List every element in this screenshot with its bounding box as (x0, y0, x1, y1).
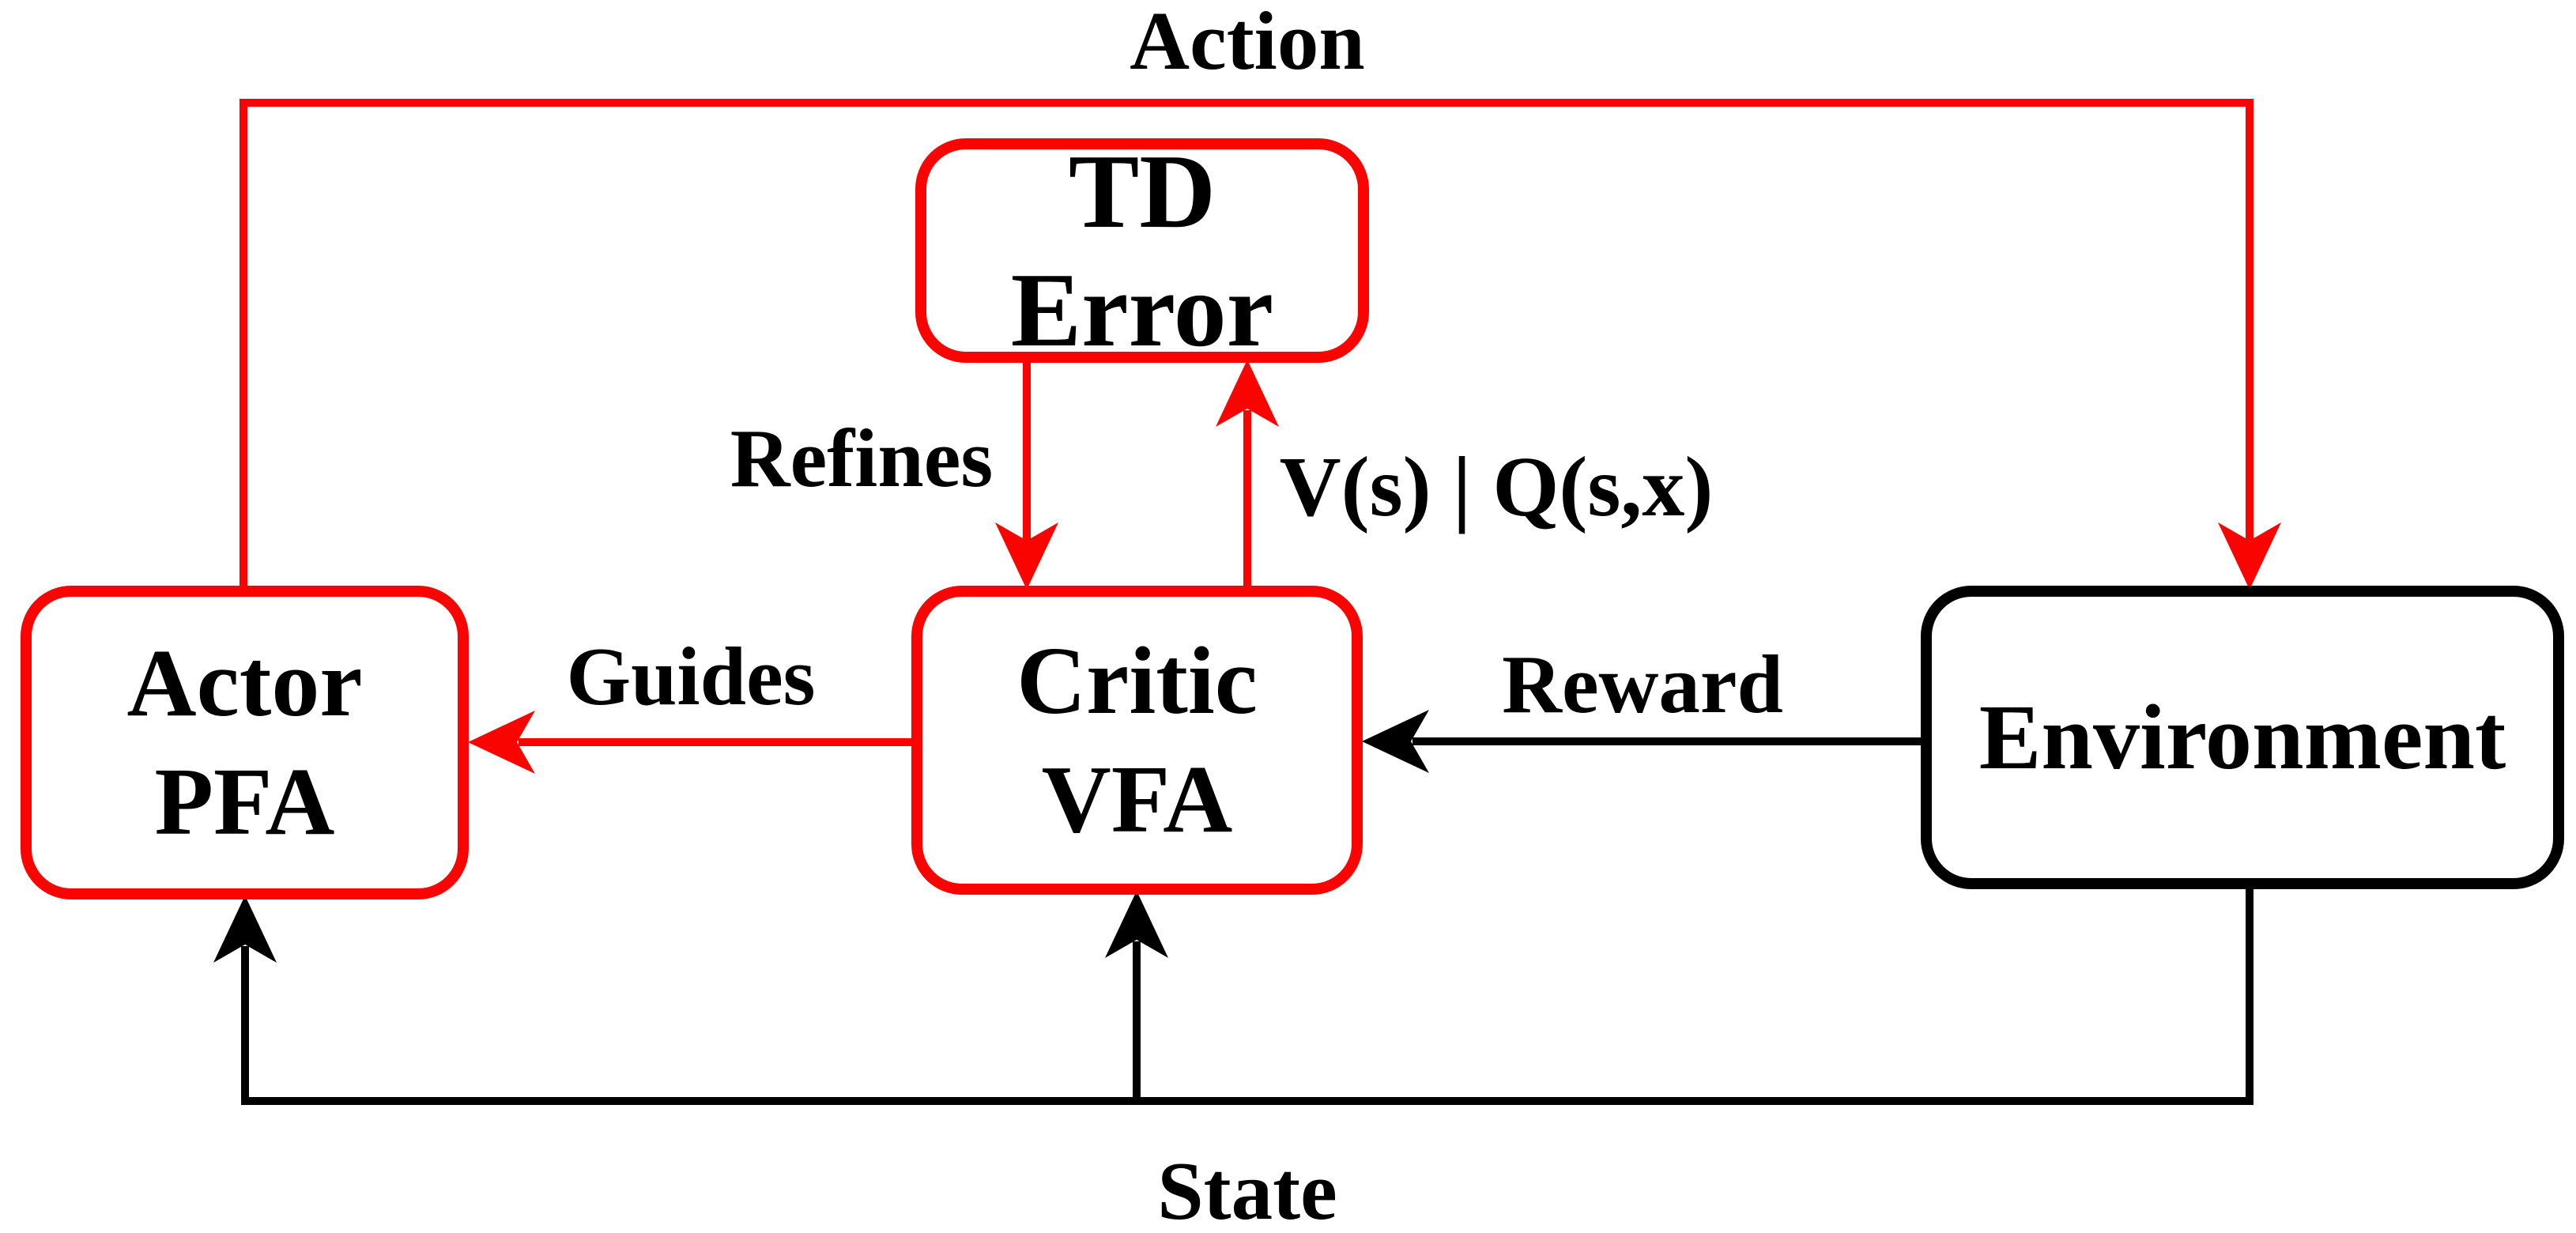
edge-label-value-function: V(s) | Q(s,x) (1279, 440, 1714, 534)
reward-arrowhead-icon (1362, 710, 1429, 773)
node-td-error-label: TD Error (1010, 133, 1274, 368)
edge-label-action: Action (1130, 0, 1365, 87)
guides-arrowhead-icon (468, 711, 535, 774)
edge-label-guides: Guides (566, 630, 816, 722)
action-arrowhead-icon (2218, 522, 2281, 590)
node-environment: Environment (1921, 586, 2564, 889)
node-critic-vfa: Critic VFA (911, 586, 1363, 895)
node-td-error: TD Error (915, 133, 1369, 368)
refines-arrowhead-icon (995, 522, 1058, 590)
node-critic-label-line2: VFA (1041, 745, 1233, 853)
edge-label-state: State (1157, 1144, 1337, 1233)
edge-label-reward: Reward (1502, 638, 1783, 730)
action-arrow-line (239, 99, 2254, 591)
node-critic-label-line1: Critic (1016, 627, 1258, 734)
value-arrowhead-icon (1216, 360, 1279, 427)
node-environment-label: Environment (1978, 685, 2506, 789)
state-arrowhead-critic-icon (1105, 891, 1168, 958)
state-arrowhead-actor-icon (213, 896, 277, 963)
node-actor-pfa: Actor PFA (21, 586, 469, 899)
node-actor-label-line1: Actor (126, 629, 363, 737)
state-arrow-line (241, 884, 2254, 1105)
edge-label-refines: Refines (730, 412, 994, 504)
node-actor-label-line2: PFA (154, 748, 335, 855)
